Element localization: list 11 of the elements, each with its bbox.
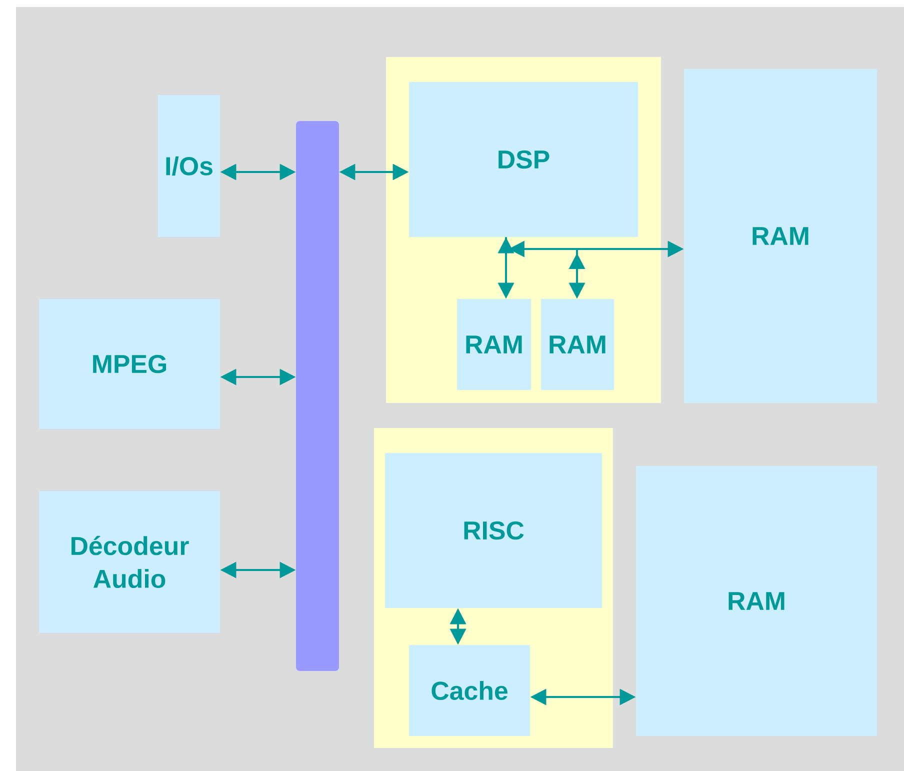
block-box: Décodeur Audio xyxy=(39,491,220,633)
bus-bar xyxy=(296,121,339,671)
block-box: RISC xyxy=(385,453,602,608)
block-box: RAM xyxy=(684,69,877,403)
block-box: Cache xyxy=(409,645,530,736)
block-box: RAM xyxy=(541,299,614,390)
block-box: I/Os xyxy=(158,95,220,237)
block-box: DSP xyxy=(409,82,638,237)
block-box: MPEG xyxy=(39,299,220,429)
block-box: RAM xyxy=(457,299,531,390)
block-box: RAM xyxy=(636,466,877,736)
